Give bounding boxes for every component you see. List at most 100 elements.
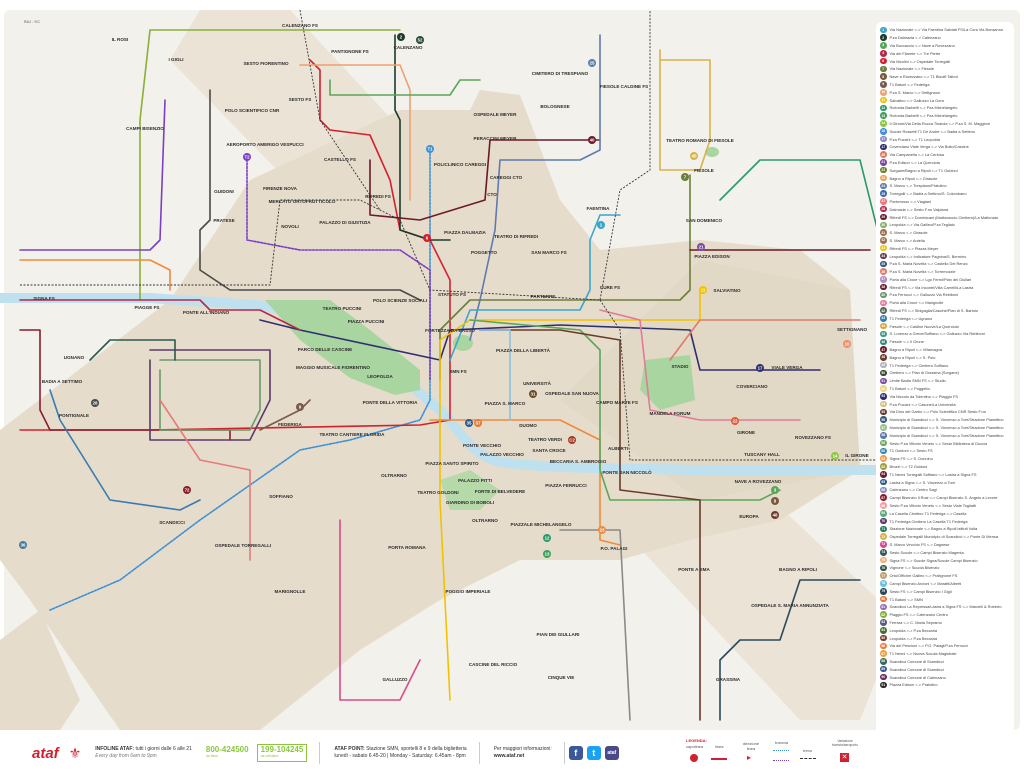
- line-badge[interactable]: 31: [529, 390, 537, 398]
- line-badge[interactable]: 40: [588, 136, 596, 144]
- line-badge[interactable]: 72: [183, 486, 191, 494]
- line-badge[interactable]: 8: [771, 497, 779, 505]
- line-badge[interactable]: 48: [771, 511, 779, 519]
- line-badge[interactable]: 21: [697, 243, 705, 251]
- line-badges[interactable]: T1 T2 2 6 1 7 11 17 40 25 23 14 3 12 13 …: [19, 33, 851, 558]
- line-badge[interactable]: 6: [423, 234, 431, 242]
- line-badge[interactable]: 11: [699, 286, 707, 294]
- line-badge[interactable]: 52: [416, 36, 424, 44]
- line-badge[interactable]: 7: [681, 173, 689, 181]
- phone-mobile[interactable]: 199-104245: [260, 745, 304, 754]
- line-badge[interactable]: 9: [296, 403, 304, 411]
- line-badge[interactable]: 13: [543, 550, 551, 558]
- website-link[interactable]: www.ataf.net: [493, 753, 525, 759]
- line-badge[interactable]: C2: [568, 436, 576, 444]
- line-badge[interactable]: 36: [19, 541, 27, 549]
- line-badge[interactable]: 45: [690, 152, 698, 160]
- facebook-icon[interactable]: f: [568, 746, 583, 760]
- twitter-icon[interactable]: t: [586, 746, 601, 760]
- line-badge[interactable]: 23: [598, 526, 606, 534]
- phone-landline[interactable]: 800-424500: [205, 745, 249, 754]
- line-badge[interactable]: 3: [771, 486, 779, 494]
- line-badge[interactable]: 35: [465, 419, 473, 427]
- line-badge[interactable]: 10: [843, 340, 851, 348]
- line-badge[interactable]: T2: [243, 153, 251, 161]
- ataf-app-icon[interactable]: ataf: [604, 746, 619, 760]
- line-badge[interactable]: 25: [588, 59, 596, 67]
- line-badge[interactable]: 28: [91, 399, 99, 407]
